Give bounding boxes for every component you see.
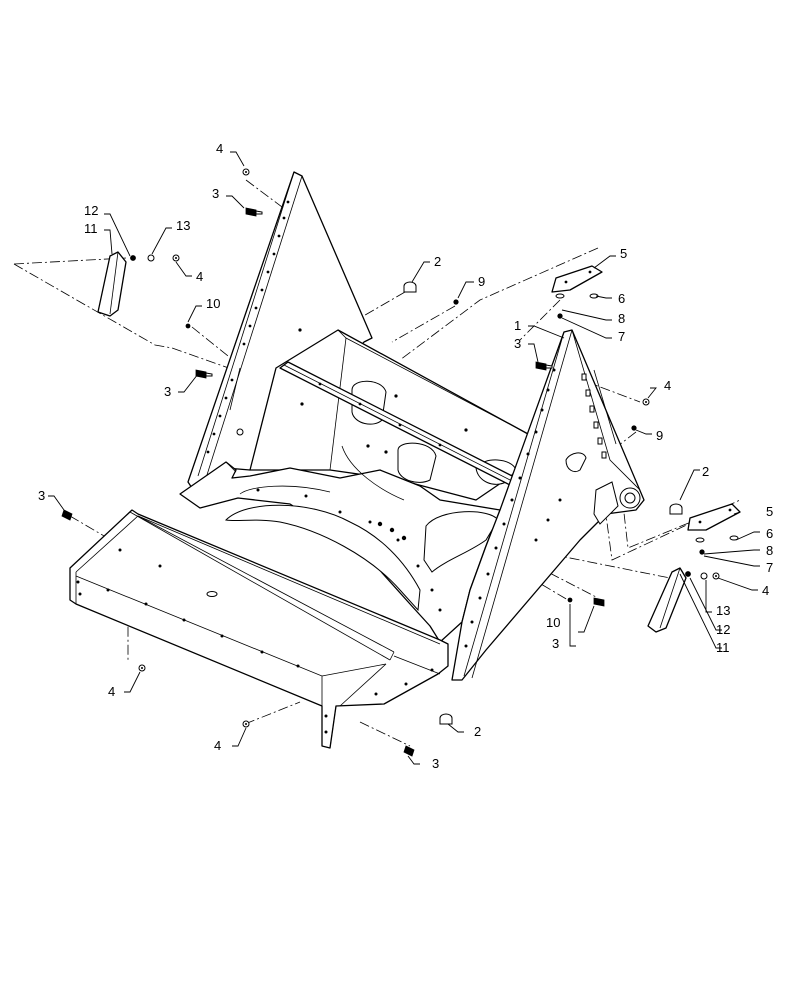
right-side-plate bbox=[451, 329, 645, 681]
callout-3-bottom: 3 bbox=[432, 756, 439, 771]
callout-4-top: 4 bbox=[216, 141, 223, 156]
callout-11-right: 11 bbox=[716, 640, 730, 655]
callout-9-top: 9 bbox=[478, 274, 485, 289]
callout-5-top: 5 bbox=[620, 246, 627, 261]
cover-plate-right bbox=[687, 503, 741, 531]
callout-2-right: 2 bbox=[702, 464, 709, 479]
callout-9-right: 9 bbox=[656, 428, 663, 443]
callout-3-bottom-right: 3 bbox=[552, 636, 559, 651]
left-bracket bbox=[97, 251, 127, 317]
callout-3-top-left: 3 bbox=[212, 186, 219, 201]
callout-3-mid-left: 3 bbox=[164, 384, 171, 399]
callout-11-left: 11 bbox=[84, 221, 98, 236]
callout-4-bottom-left: 4 bbox=[108, 684, 115, 699]
callout-6-top: 6 bbox=[618, 291, 625, 306]
callout-12-right: 12 bbox=[716, 622, 730, 637]
callout-4-far-right: 4 bbox=[762, 583, 769, 598]
callout-4-bottom: 4 bbox=[214, 738, 221, 753]
right-bracket bbox=[647, 567, 687, 633]
callouts: 4 3 12 11 13 4 2 9 10 5 6 8 7 1 3 4 3 9 … bbox=[38, 141, 773, 771]
callout-6-right: 6 bbox=[766, 526, 773, 541]
callout-13-right: 13 bbox=[716, 603, 730, 618]
callout-8-top: 8 bbox=[618, 311, 625, 326]
callout-3-left: 3 bbox=[38, 488, 45, 503]
callout-3-right: 3 bbox=[514, 336, 521, 351]
callout-12-left: 12 bbox=[84, 203, 98, 218]
callout-10-right: 10 bbox=[546, 615, 560, 630]
callout-2-top: 2 bbox=[434, 254, 441, 269]
callout-7-top: 7 bbox=[618, 329, 625, 344]
leader-lines bbox=[48, 151, 760, 765]
cover-plate-top bbox=[551, 265, 603, 293]
callout-10-left: 10 bbox=[206, 296, 220, 311]
callout-13-left: 13 bbox=[176, 218, 190, 233]
callout-7-right: 7 bbox=[766, 560, 773, 575]
callout-8-right: 8 bbox=[766, 543, 773, 558]
front-foot-panel bbox=[69, 509, 449, 749]
callout-4-left: 4 bbox=[196, 269, 203, 284]
callout-5-right: 5 bbox=[766, 504, 773, 519]
callout-4-right: 4 bbox=[664, 378, 671, 393]
callout-2-bottom: 2 bbox=[474, 724, 481, 739]
hardware bbox=[61, 168, 739, 757]
callout-1: 1 bbox=[514, 318, 521, 333]
